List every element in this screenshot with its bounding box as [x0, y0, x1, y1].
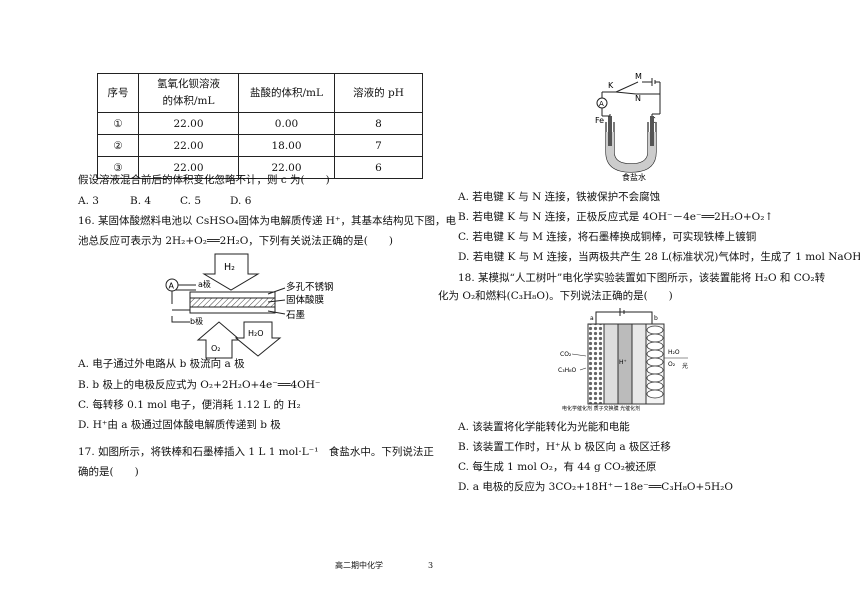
fig16-b-pole-label: b极 — [190, 316, 203, 326]
table-cell: 22.00 — [238, 156, 335, 179]
fig16-h2-label: H₂ — [224, 262, 235, 273]
fig18-a-label: a — [590, 315, 594, 322]
table-cell: 22.00 — [138, 134, 239, 157]
fig18-hplus-label: H⁺ — [619, 359, 627, 366]
table-header: 氢氧化钡溶液 的体积/mL — [138, 73, 239, 113]
fig16-h2o-label: H₂O — [248, 329, 264, 338]
fuel-cell-figure: H₂ A a极 多孔不锈钢 固体酸膜 石墨 b极 O₂ H₂O — [165, 253, 334, 359]
q17-option-b: B. 若电键 K 与 N 连接，正极反应式是 4OH⁻－4e⁻══2H₂O+O₂… — [458, 211, 774, 223]
fig18-b-label: b — [654, 315, 658, 322]
q18-option-a: A. 该装置将化学能转化为光能和电能 — [458, 421, 630, 433]
q15-tail: 假设溶液混合前后的体积变化忽略不计，则 c 为( ) — [78, 174, 330, 186]
q15-option-d: D. 6 — [230, 195, 252, 207]
q16-option-c: C. 每转移 0.1 mol 电子，便消耗 1.12 L 的 H₂ — [78, 399, 301, 411]
table-row: ③ 22.00 22.00 6 — [97, 156, 423, 179]
fig18-c3h8o-label: C₃H₈O — [558, 367, 577, 374]
fig17-n-label: N — [635, 94, 641, 103]
table-header-row: 序号 氢氧化钡溶液 的体积/mL 盐酸的体积/mL 溶液的 pH — [97, 73, 423, 113]
table-header: 溶液的 pH — [334, 73, 423, 113]
fig17-brine-label: 食盐水 — [622, 172, 646, 182]
table-cell: 18.00 — [238, 134, 335, 157]
q17-stem-line1: 17. 如图所示，将铁棒和石墨棒插入 1 L 1 mol·L⁻¹ 食盐水中。下列… — [78, 446, 434, 458]
u-tube-figure: M K N A Fe C 食盐水 — [595, 72, 661, 182]
q17-option-c: C. 若电键 K 与 M 连接，将石墨棒换成铜棒，可实现铁棒上镀铜 — [458, 231, 757, 243]
fig18-co2-label: CO₂ — [560, 351, 572, 358]
fig16-steel-label: 多孔不锈钢 — [286, 281, 334, 293]
q16-option-a: A. 电子通过外电路从 b 极流向 a 极 — [78, 358, 245, 370]
fig17-ammeter-label: A — [599, 100, 604, 108]
fig16-ammeter-label: A — [169, 282, 175, 291]
fig18-h2o-label: H₂O — [668, 349, 680, 356]
q18-stem-line2: 化为 O₂和燃料(C₃H₈O)。下列说法正确的是( ) — [438, 290, 673, 302]
table-cell: 6 — [334, 156, 423, 179]
fig17-fe-label: Fe — [595, 116, 604, 125]
table-cell: 7 — [334, 134, 423, 157]
q16-stem-line2: 池总反应可表示为 2H₂+O₂══2H₂O，下列有关说法正确的是( ) — [78, 235, 393, 247]
fig16-membrane-label: 固体酸膜 — [286, 294, 325, 306]
q15-option-c: C. 5 — [180, 195, 202, 207]
table-cell: ② — [97, 134, 139, 157]
fig18-o2-label: O₂ — [668, 361, 676, 368]
table-row: ② 22.00 18.00 7 — [97, 134, 423, 157]
table-header-line: 的体积/mL — [162, 95, 215, 107]
table-header-line: 氢氧化钡溶液 — [157, 78, 220, 90]
table-cell: 22.00 — [138, 112, 239, 135]
q18-option-c: C. 每生成 1 mol O₂，有 44 g CO₂被还原 — [458, 461, 657, 473]
fig18-light-label: 光 — [682, 362, 688, 370]
table-cell: ③ — [97, 156, 139, 179]
q16-option-b: B. b 极上的电极反应式为 O₂+2H₂O+4e⁻══4OH⁻ — [78, 379, 321, 391]
q17-stem-line2: 确的是( ) — [78, 466, 139, 478]
footer-page-number: 3 — [428, 561, 434, 570]
q15-option-a: A. 3 — [78, 195, 99, 207]
table-header: 序号 — [97, 73, 139, 113]
fig18-caption: 电化学催化剂 质子交换膜 光催化剂 — [562, 405, 640, 412]
q18-option-b: B. 该装置工作时，H⁺从 b 极区向 a 极区迁移 — [458, 441, 671, 453]
q18-option-d: D. a 电极的反应为 3CO₂+18H⁺－18e⁻══C₃H₈O+5H₂O — [458, 481, 733, 493]
fig16-graphite-label: 石墨 — [286, 310, 306, 321]
table-cell: 22.00 — [138, 156, 239, 179]
q16-option-d: D. H⁺由 a 极通过固体酸电解质传递到 b 极 — [78, 419, 281, 431]
fig16-o2-label: O₂ — [211, 344, 221, 353]
table-header: 盐酸的体积/mL — [238, 73, 335, 113]
q18-stem-line1: 18. 某模拟“人工树叶”电化学实验装置如下图所示，该装置能将 H₂O 和 CO… — [458, 272, 826, 284]
table-row: ① 22.00 0.00 8 — [97, 112, 423, 135]
q17-option-d: D. 若电键 K 与 M 连接，当两极共产生 28 L(标准状况)气体时，生成了… — [458, 251, 860, 263]
fig17-m-label: M — [635, 72, 642, 81]
q15-option-b: B. 4 — [130, 195, 152, 207]
q16-stem-line1: 16. 某固体酸燃料电池以 CsHSO₄固体为电解质传递 H⁺，其基本结构见下图… — [78, 215, 456, 227]
table-cell: ① — [97, 112, 139, 135]
ph-data-table: 序号 氢氧化钡溶液 的体积/mL 盐酸的体积/mL 溶液的 pH ① 22.00… — [97, 73, 423, 179]
table-cell: 0.00 — [238, 112, 335, 135]
fig17-k-label: K — [608, 81, 614, 90]
fig16-a-pole-label: a极 — [198, 279, 211, 289]
artificial-leaf-figure: a b H⁺ CO₂ C₃H₈O H₂O O₂ 光 电化学催化剂 质子交换膜 光… — [558, 308, 688, 412]
footer-subject: 高二期中化学 — [335, 561, 383, 570]
table-cell: 8 — [334, 112, 423, 135]
q17-option-a: A. 若电键 K 与 N 连接，铁被保护不会腐蚀 — [458, 191, 661, 203]
